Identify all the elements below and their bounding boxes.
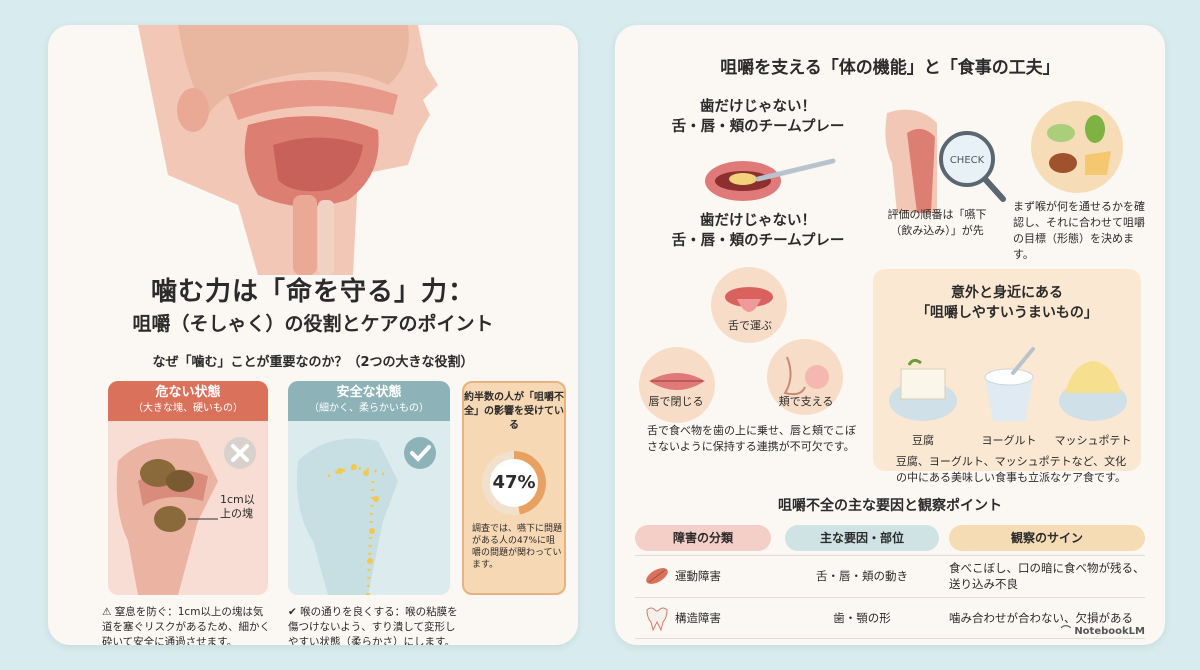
safe-subtitle: （細かく、柔らかいもの） [309, 403, 429, 414]
safe-throat-illustration [297, 437, 436, 595]
tongue-icon [711, 267, 787, 343]
safe-card-header: 安全な状態 （細かく、柔らかいもの） [288, 381, 450, 421]
main-subtitle: 咀嚼（そしゃく）の役割とケアのポイント [132, 313, 494, 335]
main-title: 噛む力は「命を守る」力： [150, 277, 475, 307]
check-icon [404, 437, 436, 469]
stat-bottom-text: 調査では、嚥下に問題がある人の47%に咀嚼の問題が関わっています。 [472, 524, 563, 570]
table-header-sign: 観察のサイン [949, 525, 1145, 551]
danger-title: 危ない状態 [155, 385, 221, 400]
team-title-1: 歯だけじゃない！ 舌・唇・頬のチームプレー [671, 99, 845, 135]
evaluation-description: 評価の順番は「嚥下（飲み込み）」が先 [887, 208, 987, 237]
mouth-spoon-illustration [705, 158, 836, 201]
row-cause: 歯・顎の形 [833, 611, 891, 625]
notebooklm-icon: ⌒ [1060, 626, 1071, 637]
percent-ring [482, 451, 546, 515]
right-title: 咀嚼を支える「体の機能」と「食事の工夫」 [720, 58, 1060, 78]
check-text: CHECK [950, 155, 985, 166]
goal-description: まず喉が何を通せるかを確認し、それに合わせて咀嚼の目標（形態）を決めます。 [1013, 200, 1145, 261]
food-label-mashed-potato: マッシュポテト [1054, 434, 1132, 447]
row-category: 構造障害 [675, 611, 721, 625]
row-sign: 食べこぼし、口の暗に食べ物が残る、送り込み不良 [949, 561, 1145, 591]
danger-subtitle: （大きな塊、硬いもの） [133, 403, 243, 414]
safe-title: 安全な状態 [336, 385, 402, 400]
row-category: 運動障害 [675, 569, 721, 583]
safe-note: ✔ 喉の通りを良くする：喉の粘膜を傷つけないよう、すり潰して変形しやすい状態（柔… [288, 606, 458, 645]
muscle-icon [646, 568, 668, 584]
danger-note: ⚠ 窒息を防ぐ：1cm以上の塊は気道を塞ぐリスクがあるため、細かく砕いて安全に通… [102, 606, 270, 645]
brand-label: ⌒ NotebookLM [1060, 626, 1145, 637]
tofu-bowl-icon [889, 358, 957, 421]
stat-percent: 47% [492, 472, 536, 493]
safe-card: 安全な状態 （細かく、柔らかいもの） [288, 381, 450, 595]
table-header-category: 障害の分類 [635, 525, 771, 551]
throat-anatomy-illustration [138, 25, 438, 275]
easy-food-description: 豆腐、ヨーグルト、マッシュポテトなど、文化の中にある美味しい食事も立派なケア食で… [895, 455, 1127, 484]
right-panel: 咀嚼を支える「体の機能」と「食事の工夫」 歯だけじゃない！ 舌・唇・頬のチームプ… [615, 25, 1165, 645]
table-row: 構造障害 歯・顎の形 噛み合わせが合わない、欠損がある [635, 597, 1145, 639]
lump-label: 1cm以 上の塊 [220, 493, 255, 520]
why-heading: なぜ「噛む」ことが重要なのか？（2つの大きな役割） [152, 355, 474, 370]
stat-card: 約半数の人が「咀嚼不全」の影響を受けている 47% 調査では、嚥下に問題がある人… [462, 381, 566, 595]
table-header-cause: 主な要因・部位 [785, 525, 939, 551]
lips-label: 唇で閉じる [648, 395, 704, 408]
food-label-tofu: 豆腐 [912, 434, 934, 447]
table-row: 運動障害 舌・唇・頬の動き 食べこぼし、口の暗に食べ物が残る、送り込み不良 [635, 555, 1145, 596]
throat-check-illustration: CHECK [885, 109, 1006, 213]
lips-icon [639, 347, 715, 423]
mashed-potato-bowl-icon [1059, 361, 1127, 421]
row-cause: 舌・唇・頬の動き [816, 569, 908, 583]
yogurt-cup-icon [984, 347, 1035, 421]
food-plate-icon [1031, 101, 1123, 193]
table-title: 咀嚼不全の主な要因と観察ポイント [778, 498, 1002, 514]
danger-card: 危ない状態 （大きな塊、硬いもの） 1cm以 上の塊 [108, 381, 268, 595]
cheek-icon [767, 339, 843, 415]
tooth-jaw-icon [646, 607, 668, 632]
left-panel: 噛む力は「命を守る」力： 咀嚼（そしゃく）の役割とケアのポイント なぜ「噛む」こ… [48, 25, 578, 645]
danger-throat-illustration [116, 437, 256, 595]
food-label-yogurt: ヨーグルト [981, 434, 1037, 447]
easy-food-title: 意外と身近にある 「咀嚼しやすいうまいもの」 [916, 285, 1098, 321]
team-title-2: 歯だけじゃない！ 舌・唇・頬のチームプレー [671, 213, 845, 249]
stat-top-text: 約半数の人が「咀嚼不全」の影響を受けている [464, 392, 564, 431]
cheek-label: 頬で支える [778, 395, 834, 408]
tongue-label: 舌で運ぶ [728, 319, 772, 332]
danger-card-header: 危ない状態 （大きな塊、硬いもの） [108, 381, 268, 421]
easy-food-box: 意外と身近にある 「咀嚼しやすいうまいもの」 豆腐 ヨーグルト マッシュポテト … [873, 269, 1141, 484]
row-sign: 噛み合わせが合わない、欠損がある [949, 611, 1133, 625]
team-description: 舌で食べ物を歯の上に乗せ、唇と頬でこぼさないように保持する連携が不可欠です。 [647, 424, 856, 453]
